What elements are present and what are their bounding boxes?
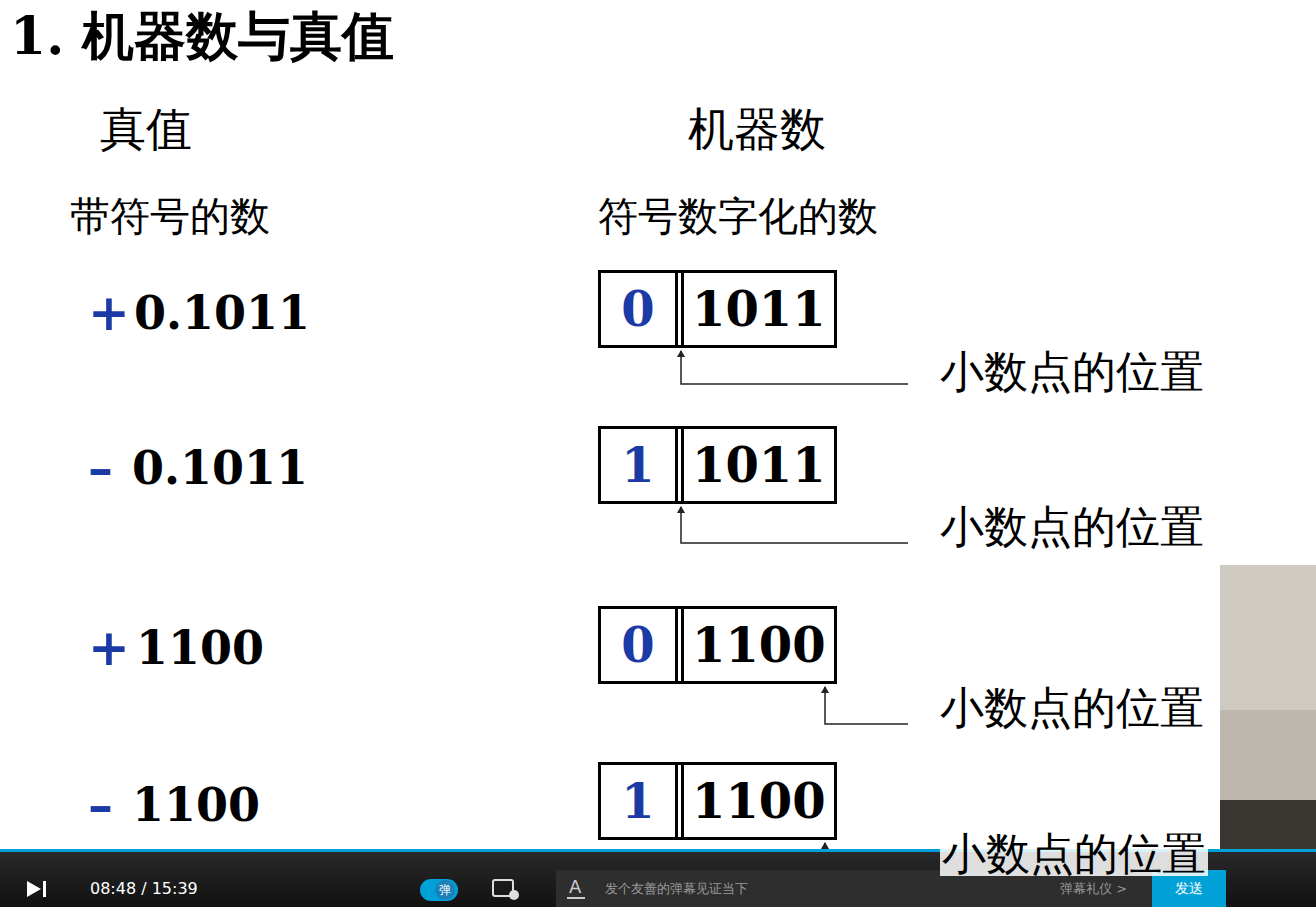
double-divider xyxy=(675,273,684,345)
magnitude-bits: 1011 xyxy=(684,273,834,345)
webcam-thumbnail xyxy=(1220,565,1316,850)
sign-bit: 0 xyxy=(601,609,675,681)
point-label: 小数点的位置 xyxy=(940,686,1204,730)
machine-number-box: 11100 xyxy=(598,762,837,840)
column-heading: 机器数 xyxy=(688,106,826,152)
magnitude-bits: 1100 xyxy=(684,609,834,681)
danmaku-toggle: 弹 xyxy=(439,884,451,896)
font-icon: A xyxy=(569,878,581,896)
danmaku-input: 发个友善的弹幕见证当下 xyxy=(605,882,748,895)
sign-symbol: – xyxy=(88,443,113,493)
magnitude-bits: 1100 xyxy=(684,765,834,837)
machine-number-box: 11011 xyxy=(598,426,837,504)
leader-line xyxy=(825,687,908,724)
machine-number-box: 01100 xyxy=(598,606,837,684)
sign-bit: 1 xyxy=(601,429,675,501)
column-subheading: 符号数字化的数 xyxy=(598,196,878,236)
true-value: 0.1011 xyxy=(134,290,310,336)
column-subheading: 带符号的数 xyxy=(70,196,270,236)
double-divider xyxy=(675,609,684,681)
true-value: 0.1011 xyxy=(132,445,308,491)
sign-symbol: + xyxy=(88,288,130,338)
sign-symbol: – xyxy=(88,780,113,830)
time-display: 08:48 / 15:39 xyxy=(90,881,198,897)
point-label: 小数点的位置 xyxy=(940,505,1204,549)
double-divider xyxy=(675,429,684,501)
point-label: 小数点的位置 xyxy=(940,832,1208,876)
true-value: 1100 xyxy=(132,782,260,828)
sign-bit: 0 xyxy=(601,273,675,345)
sign-bit: 1 xyxy=(601,765,675,837)
magnitude-bits: 1011 xyxy=(684,429,834,501)
column-heading: 真值 xyxy=(100,106,192,152)
double-divider xyxy=(675,765,684,837)
true-value: 1100 xyxy=(136,625,264,671)
slide-title: 1. 机器数与真值 xyxy=(10,10,394,62)
point-label: 小数点的位置 xyxy=(940,350,1204,394)
sign-symbol: + xyxy=(88,623,130,673)
send-button: 发送 xyxy=(1175,881,1203,895)
etiquette-link: 弹幕礼仪 > xyxy=(1060,882,1127,895)
machine-number-box: 01011 xyxy=(598,270,837,348)
leader-line xyxy=(681,351,908,384)
leader-line xyxy=(681,507,908,543)
